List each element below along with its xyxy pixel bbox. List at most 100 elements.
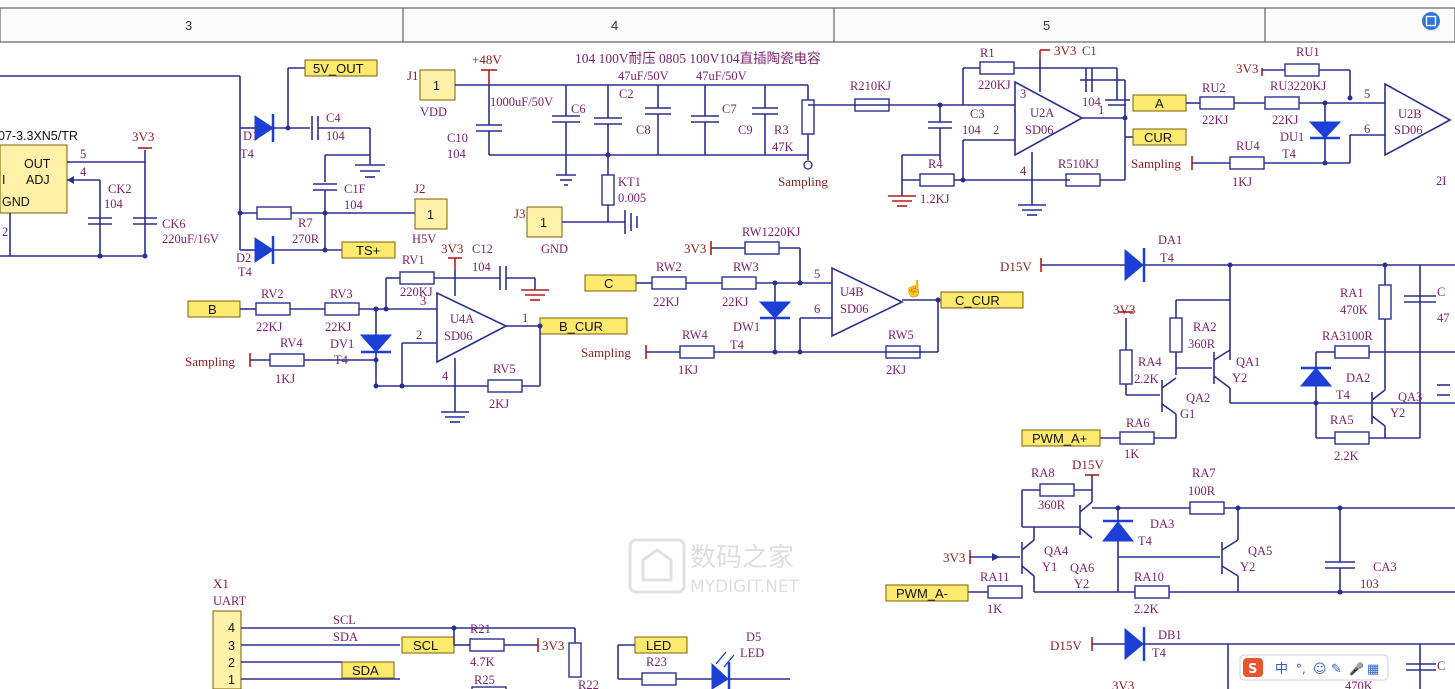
- port-c-cur[interactable]: [940, 291, 1024, 309]
- port-5v-out[interactable]: [304, 59, 378, 77]
- dv1-diode-icon: [359, 334, 393, 353]
- port-pwm-a-plus[interactable]: [1021, 429, 1101, 447]
- svg-text:R21: R21: [470, 622, 491, 636]
- svg-text:CUR: CUR: [1144, 130, 1172, 145]
- svg-text:1: 1: [540, 216, 547, 230]
- svg-text:104: 104: [326, 129, 346, 143]
- svg-text:3V3: 3V3: [1236, 61, 1258, 76]
- svg-text:SD06: SD06: [444, 329, 472, 343]
- svg-text:3V3: 3V3: [684, 241, 706, 256]
- svg-text:3: 3: [228, 639, 235, 653]
- ime-toolbar[interactable]: S 中 °, ☺ ✎ 🎤 ▦: [1239, 654, 1389, 681]
- svg-text:PWM_A+: PWM_A+: [1032, 431, 1087, 446]
- ime-mic-icon[interactable]: 🎤: [1349, 661, 1364, 676]
- svg-text:SD06: SD06: [840, 302, 868, 316]
- svg-text:G1: G1: [1180, 407, 1195, 421]
- watermark: 数码之家 MYDIGIT.NET: [628, 538, 800, 597]
- svg-text:CK2: CK2: [108, 182, 132, 196]
- svg-text:C2: C2: [619, 87, 634, 101]
- port-led[interactable]: [634, 636, 688, 654]
- svg-text:3V3: 3V3: [542, 638, 564, 653]
- svg-text:220KJ: 220KJ: [978, 78, 1011, 92]
- svg-text:5: 5: [1364, 87, 1370, 101]
- svg-text:Y2: Y2: [1240, 560, 1255, 574]
- port-scl[interactable]: [401, 636, 455, 654]
- port-cur[interactable]: [1132, 128, 1187, 146]
- svg-text:22KJ: 22KJ: [1202, 113, 1229, 127]
- svg-text:QA6: QA6: [1070, 561, 1094, 575]
- svg-text:D15V: D15V: [1050, 638, 1082, 653]
- ldo-out: OUT: [24, 157, 51, 171]
- svg-text:B_CUR: B_CUR: [559, 319, 603, 334]
- svg-text:C4: C4: [326, 111, 341, 125]
- ports-left: 5V_OUT TS+ B B_CUR: [187, 59, 628, 335]
- svg-text:DA1: DA1: [1158, 233, 1182, 247]
- svg-text:DA2: DA2: [1346, 371, 1370, 385]
- svg-text:+48V: +48V: [472, 52, 502, 67]
- svg-text:RV1: RV1: [402, 253, 425, 267]
- svg-text:4: 4: [80, 165, 87, 179]
- ime-chinese-mode[interactable]: 中: [1275, 662, 1288, 677]
- svg-text:C3: C3: [970, 107, 985, 121]
- svg-text:3V3: 3V3: [132, 129, 154, 144]
- svg-text:47: 47: [1437, 311, 1450, 325]
- ime-grid-icon[interactable]: ▦: [1367, 662, 1379, 677]
- cap-note: 104 100V耐压 0805 100V104直插陶瓷电容: [575, 50, 821, 66]
- svg-text:1KJ: 1KJ: [275, 372, 295, 386]
- svg-text:220uF/16V: 220uF/16V: [162, 232, 219, 246]
- svg-text:D1: D1: [243, 129, 258, 143]
- port-pwm-a-minus[interactable]: [885, 584, 969, 602]
- svg-text:GND: GND: [541, 242, 568, 256]
- svg-text:RA7: RA7: [1192, 466, 1216, 480]
- svg-text:SD06: SD06: [1394, 123, 1422, 137]
- svg-text:Sampling: Sampling: [778, 174, 828, 189]
- svg-text:R3: R3: [774, 123, 789, 137]
- svg-text:C12: C12: [472, 242, 493, 256]
- svg-text:QA2: QA2: [1186, 391, 1210, 405]
- top-right-button[interactable]: [1422, 12, 1440, 30]
- svg-text:RA1: RA1: [1340, 286, 1364, 300]
- svg-text:A: A: [1155, 96, 1164, 111]
- svg-text:RU3220KJ: RU3220KJ: [1270, 79, 1326, 93]
- svg-text:KT1: KT1: [618, 175, 641, 189]
- svg-text:J1: J1: [407, 68, 419, 83]
- du1-diode-icon: [1308, 121, 1342, 139]
- svg-text:RV2: RV2: [261, 287, 284, 301]
- port-ts[interactable]: [341, 241, 396, 259]
- port-sda[interactable]: [341, 661, 395, 679]
- svg-text:3: 3: [1020, 87, 1026, 101]
- ime-emoji-icon[interactable]: ☺: [1313, 662, 1327, 677]
- u4b-opamp: C RW2 22KJ RW3 22KJ 3V3 RW1220KJ DW1 T4 …: [581, 225, 1024, 377]
- svg-text:T4: T4: [238, 265, 253, 279]
- svg-text:3: 3: [420, 294, 426, 308]
- svg-text:J2: J2: [414, 181, 426, 196]
- svg-text:C1: C1: [1082, 44, 1097, 58]
- ime-pen-icon[interactable]: ✎: [1331, 662, 1342, 677]
- svg-text:3V3: 3V3: [1054, 43, 1076, 58]
- zone-3: 3: [185, 18, 192, 33]
- svg-text:DU1: DU1: [1280, 130, 1304, 144]
- ime-punct-icon[interactable]: °,: [1296, 662, 1306, 676]
- svg-text:DV1: DV1: [330, 337, 354, 351]
- port-b[interactable]: [187, 300, 241, 318]
- svg-text:1: 1: [1098, 103, 1104, 117]
- svg-text:360R: 360R: [1038, 498, 1066, 512]
- svg-text:RA3100R: RA3100R: [1322, 329, 1373, 343]
- svg-text:100R: 100R: [1188, 484, 1216, 498]
- svg-text:数码之家: 数码之家: [690, 543, 794, 573]
- port-c[interactable]: [584, 274, 637, 292]
- svg-text:104: 104: [472, 260, 492, 274]
- svg-text:T4: T4: [1152, 646, 1167, 660]
- svg-text:SDA: SDA: [333, 630, 358, 644]
- svg-text:360R: 360R: [1188, 337, 1216, 351]
- da2-diode-icon: [1299, 367, 1333, 387]
- svg-text:C10: C10: [447, 131, 468, 145]
- svg-text:RA11: RA11: [980, 570, 1009, 584]
- svg-text:UART: UART: [213, 594, 247, 608]
- u4a-triangle: [436, 291, 508, 364]
- port-a[interactable]: [1132, 94, 1187, 112]
- svg-text:2.2K: 2.2K: [1134, 602, 1159, 616]
- svg-text:B: B: [208, 302, 217, 317]
- u4a-opamp: RV2 22KJ RV3 22KJ RV1 220KJ 3V3 C12 104 …: [185, 241, 549, 423]
